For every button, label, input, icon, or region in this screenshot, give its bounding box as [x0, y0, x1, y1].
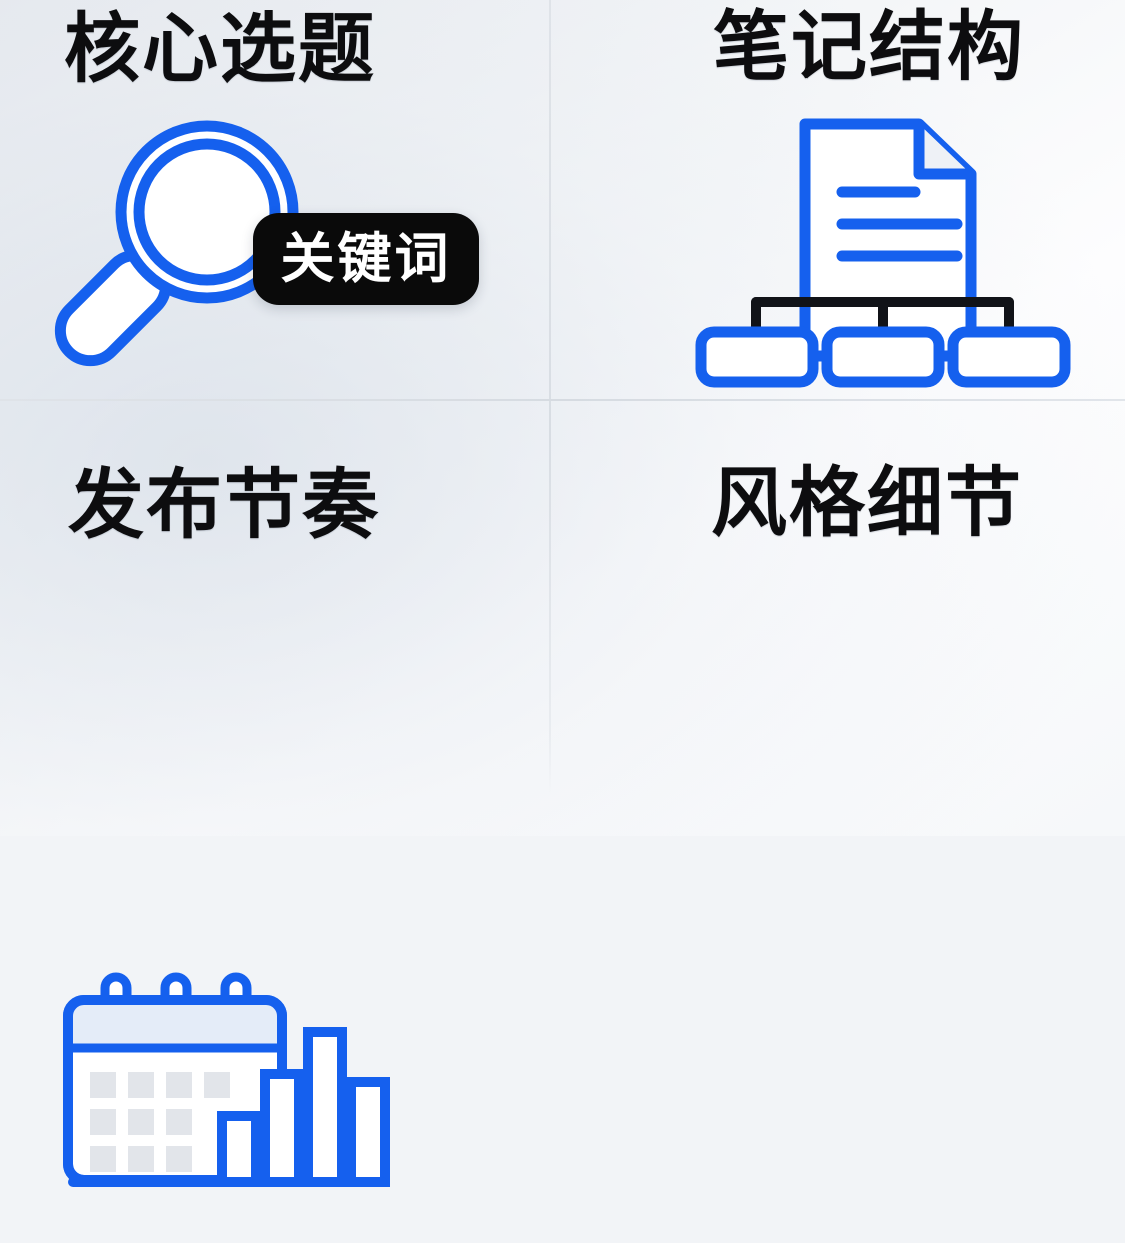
panel-topic: 核心选题 关键词 [0, 0, 562, 418]
panel-style: 风格细节 [563, 418, 1125, 836]
document-hierarchy-icon [693, 110, 1071, 388]
panel-title-topic: 核心选题 [64, 7, 376, 92]
keyword-badge-label: 关键词 [280, 229, 452, 289]
keyword-badge[interactable]: 关键词 [253, 213, 479, 305]
calendar-bar-chart-icon [60, 970, 400, 1210]
horizontal-divider [0, 399, 1125, 401]
panel-cadence: 发布节奏 [0, 418, 562, 1187]
infographic-board: 核心选题 关键词 笔记结构 [0, 0, 1125, 1187]
panel-title-cadence: 发布节奏 [68, 463, 380, 548]
panel-structure: 笔记结构 [563, 0, 1125, 418]
vertical-divider [549, 0, 551, 796]
panel-title-structure: 笔记结构 [713, 5, 1025, 90]
panel-title-style: 风格细节 [711, 461, 1023, 546]
magnifier-icon [54, 110, 355, 375]
